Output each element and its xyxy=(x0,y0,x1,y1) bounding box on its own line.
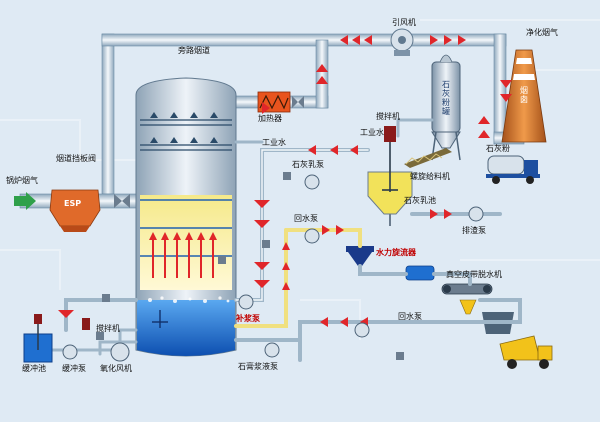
label-esp: ESP xyxy=(64,199,82,208)
label-agitator-1: 搅拌机 xyxy=(376,112,400,121)
label-return-pump-1: 回水泵 xyxy=(294,214,318,223)
label-return-pump-2: 回水泵 xyxy=(398,312,422,321)
chimney-bands xyxy=(513,58,535,80)
label-agitator-2: 搅拌机 xyxy=(96,324,120,333)
label-clean-flue-gas: 净化烟气 xyxy=(526,28,558,37)
screw-feeder-unit xyxy=(404,148,452,168)
lime-truck xyxy=(486,155,540,184)
vacuum-belt-filter xyxy=(441,283,493,315)
label-lime-slurry-tank: 石灰乳池 xyxy=(404,196,436,205)
flush-tank-unit xyxy=(23,314,53,363)
label-flush-tank: 缓冲池 xyxy=(22,364,46,373)
flue-damper-valve xyxy=(114,194,130,208)
label-lime-silo: 石灰粉罐 xyxy=(442,80,450,116)
demister-layers xyxy=(140,119,232,151)
label-flue-damper: 烟道挡板阀 xyxy=(56,154,96,163)
label-screw-feeder: 螺旋给料机 xyxy=(410,172,450,181)
slurry-pool xyxy=(137,300,235,356)
gas-flow-arrows xyxy=(149,232,217,278)
lime-slurry-tank xyxy=(367,126,413,226)
agitator-2-unit xyxy=(82,318,90,330)
label-hydrocyclone: 水力旋流器 xyxy=(376,248,416,257)
inlet-arrow xyxy=(14,192,36,210)
label-oxidation-fan: 氧化风机 xyxy=(100,364,132,373)
label-chimney: 烟囱 xyxy=(520,86,528,104)
label-process-water-1: 工业水 xyxy=(262,138,286,147)
induced-fan-unit xyxy=(390,28,414,56)
label-lime-slurry-pump: 石灰乳泵 xyxy=(292,160,324,169)
label-exhaust-pump: 排渣泵 xyxy=(462,226,486,235)
small-valves xyxy=(96,172,404,360)
demister-marks xyxy=(150,112,218,143)
spray-headers xyxy=(140,199,232,257)
label-heater: 加热器 xyxy=(258,114,282,123)
esp-unit xyxy=(49,189,101,232)
label-bypass-duct: 旁路烟道 xyxy=(178,46,210,55)
hydrocyclone-unit xyxy=(346,246,374,266)
label-process-water-2: 工业水 xyxy=(360,128,384,137)
heater-valve xyxy=(292,96,304,108)
oxidation-fan-unit xyxy=(110,342,130,362)
spray-zone xyxy=(140,195,232,290)
absorber-tower xyxy=(135,77,237,357)
lime-silo-unit xyxy=(431,54,461,161)
flow-arrows xyxy=(58,35,512,327)
bubbles xyxy=(148,296,230,303)
filtrate-tank xyxy=(405,265,435,281)
label-induced-fan: 引风机 xyxy=(392,18,416,27)
tower-agitator xyxy=(152,310,168,328)
label-vacuum-filter: 真空皮带脱水机 xyxy=(446,270,502,279)
label-makeup-pump: 补浆泵 xyxy=(236,314,260,323)
label-boiler-flue-gas: 锅炉烟气 xyxy=(6,176,38,185)
background-pattern xyxy=(0,19,600,340)
label-flush-pump: 缓冲泵 xyxy=(62,364,86,373)
gypsum-truck xyxy=(499,335,553,369)
label-gypsum-pump: 石膏浆液泵 xyxy=(238,362,278,371)
label-lime-powder: 石灰粉 xyxy=(486,144,510,153)
chimney-stack xyxy=(501,49,547,143)
